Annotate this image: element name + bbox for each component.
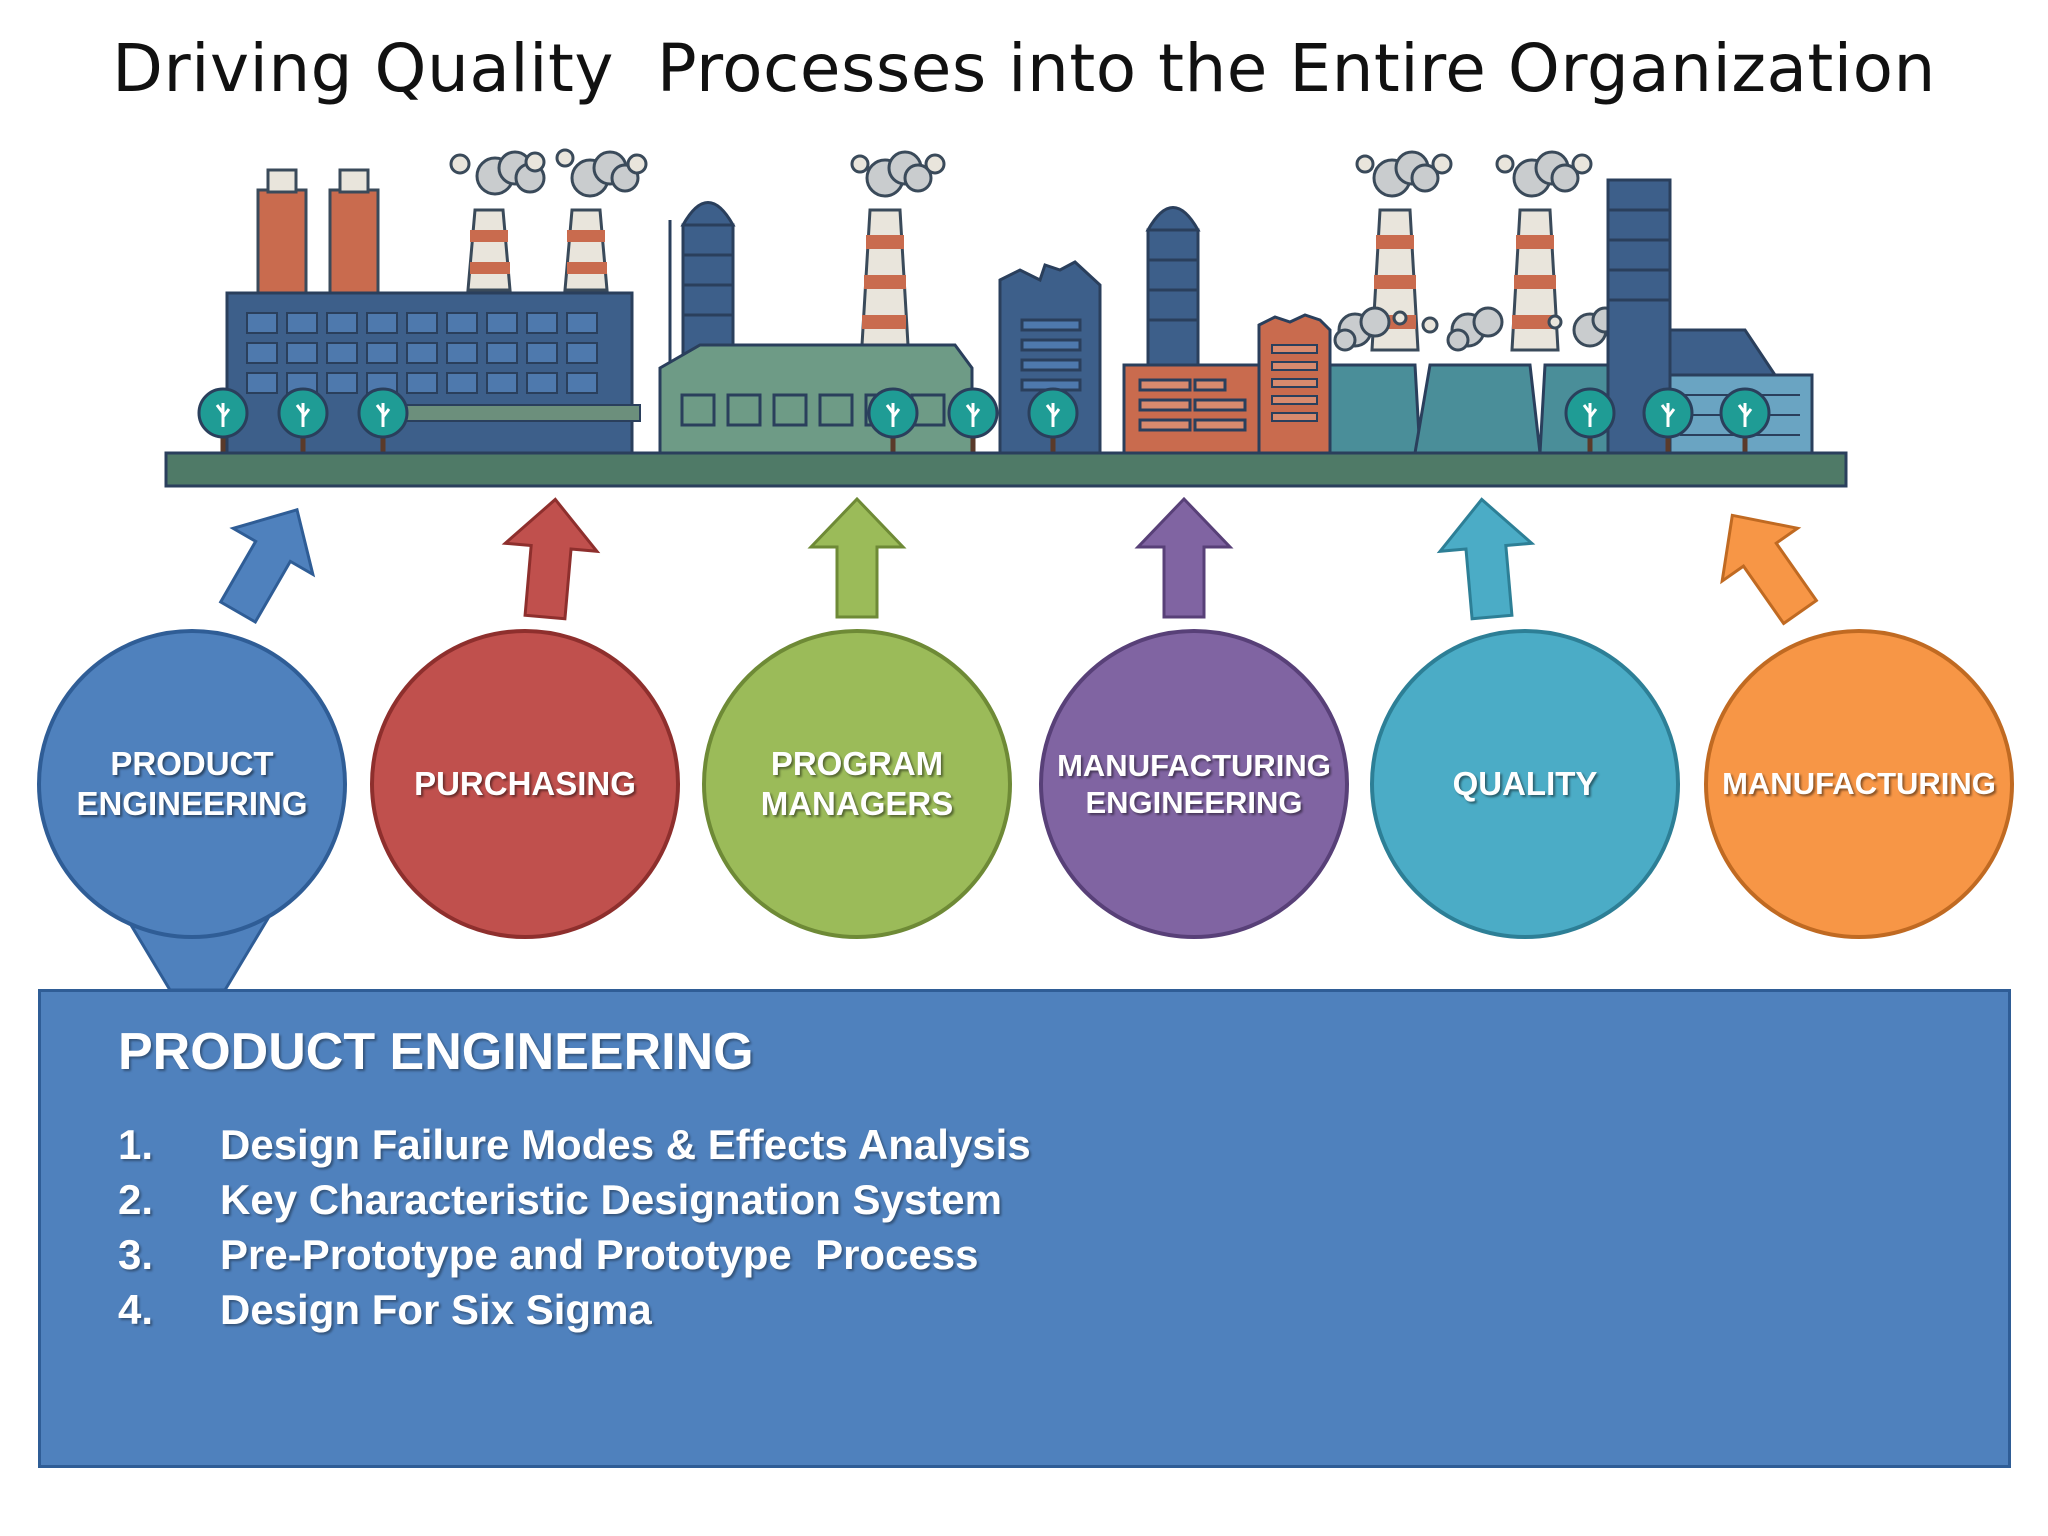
diagram-title: Driving Quality Processes into the Entir…: [112, 30, 1936, 107]
detail-item-number: 3.: [118, 1231, 154, 1278]
product-engineering-label-line: ENGINEERING: [76, 785, 308, 822]
quality-label-line: QUALITY: [1452, 765, 1598, 803]
program-managers-arrow-icon: [807, 496, 907, 619]
purchasing-arrow-icon: [501, 497, 601, 621]
detail-item-text: Key Characteristic Designation System: [220, 1176, 1002, 1223]
product-engineering-arrow-icon: [218, 507, 316, 625]
tree-icons: [197, 387, 1771, 463]
detail-item-number: 2.: [118, 1176, 154, 1223]
detail-title: PRODUCT ENGINEERING: [118, 1023, 754, 1081]
detail-item-number: 1.: [118, 1121, 154, 1168]
product-engineering-circle[interactable]: [37, 629, 347, 939]
detail-list: 1. Design Failure Modes & Effects Analysi…: [118, 1117, 1031, 1337]
quality-circle[interactable]: [1370, 629, 1680, 939]
detail-item-text: Design For Six Sigma: [220, 1286, 652, 1333]
manufacturing-arrow-icon: [1720, 513, 1819, 626]
purchasing-label: PURCHASING: [375, 724, 675, 844]
manufacturing-engineering-label-line: MANUFACTURING: [1057, 747, 1331, 783]
program-managers-label-line: PROGRAM: [770, 745, 944, 783]
detail-list-item: 1. Design Failure Modes & Effects Analysi…: [118, 1117, 1031, 1172]
factory-icon: [164, 148, 1848, 488]
detail-item-text: Design Failure Modes & Effects Analysis: [220, 1121, 1031, 1168]
manufacturing-engineering-label-line: ENGINEERING: [1085, 785, 1303, 820]
product-engineering-label-line: PRODUCT: [110, 745, 274, 783]
manufacturing-engineering-circle[interactable]: [1039, 629, 1349, 939]
detail-panel: PRODUCT ENGINEERING 1. Design Failure Mod…: [38, 989, 2011, 1468]
quality-arrow-icon: [1436, 497, 1536, 621]
department-circles: [37, 629, 2014, 939]
arrows-group: [218, 496, 1819, 626]
manufacturing-engineering-arrow-icon: [1134, 496, 1234, 619]
detail-list-item: 3. Pre-Prototype and Prototype Process: [118, 1227, 1031, 1282]
detail-list-item: 4. Design For Six Sigma: [118, 1282, 1031, 1337]
detail-list-item: 2. Key Characteristic Designation System: [118, 1172, 1031, 1227]
program-managers-label-line: MANAGERS: [760, 785, 954, 822]
detail-item-text: Pre-Prototype and Prototype Process: [220, 1231, 979, 1278]
detail-item-number: 4.: [118, 1286, 154, 1333]
quality-label: QUALITY: [1375, 724, 1675, 844]
manufacturing-circle[interactable]: [1704, 629, 2014, 939]
purchasing-label-line: PURCHASING: [414, 765, 636, 803]
manufacturing-label: MANUFACTURING: [1709, 724, 2009, 844]
program-managers-circle[interactable]: [702, 629, 1012, 939]
manufacturing-label-line: MANUFACTURING: [1722, 766, 1996, 802]
purchasing-circle[interactable]: [370, 629, 680, 939]
